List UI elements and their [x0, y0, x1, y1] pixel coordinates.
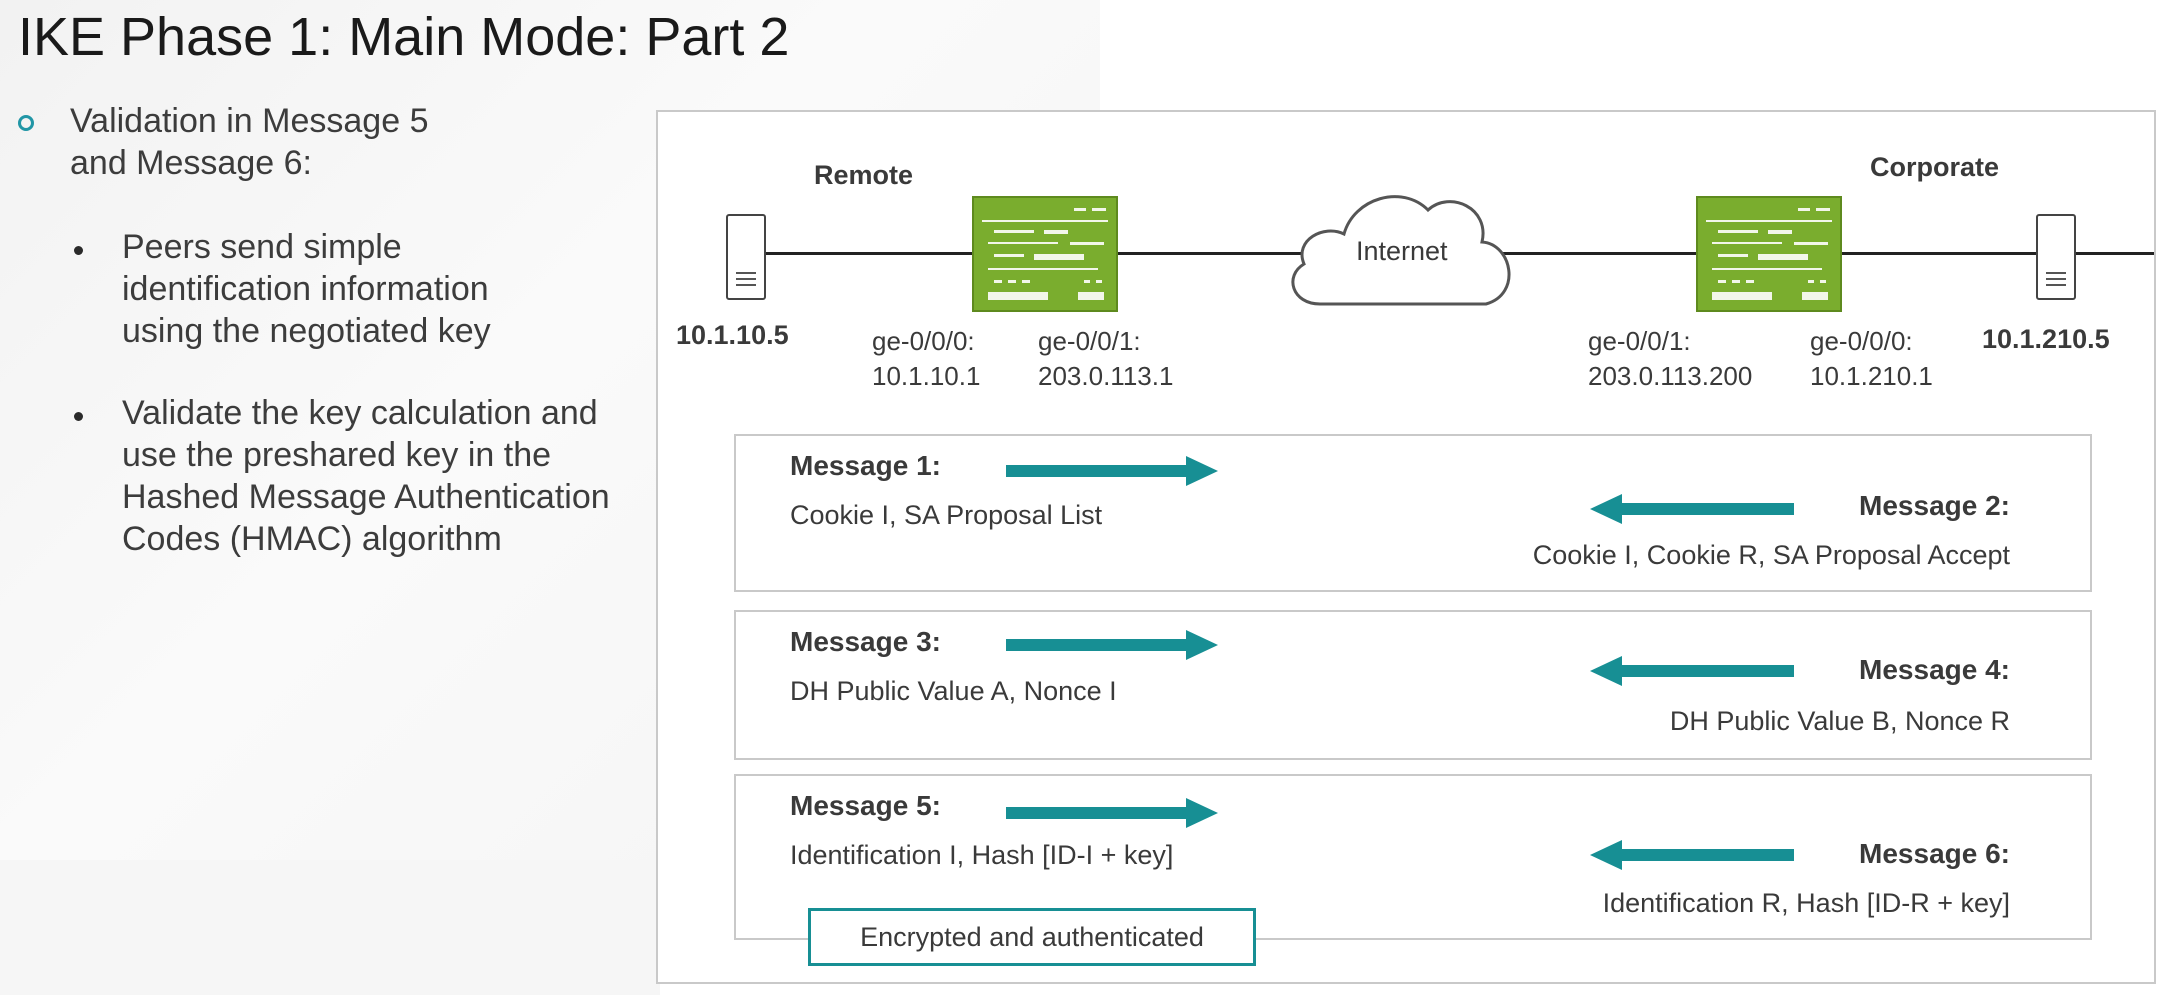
right-host-ip: 10.1.210.5	[1982, 324, 2110, 354]
arrow-left-icon	[1590, 656, 1794, 686]
left-router-icon	[972, 196, 1118, 312]
message-exchange-3: Message 5: Identification I, Hash [ID-I …	[734, 774, 2092, 940]
message-6-title: Message 6:	[1859, 838, 2010, 869]
interface-name: ge-0/0/0:	[872, 326, 975, 356]
message-1-desc: Cookie I, SA Proposal List	[790, 500, 1103, 530]
bullet-main: Validation in Message 5 and Message 6:	[70, 102, 429, 182]
message-4-desc: DH Public Value B, Nonce R	[1669, 706, 2010, 736]
corporate-label: Corporate	[1870, 152, 2000, 182]
remote-label: Remote	[814, 160, 914, 190]
interface-ip: 203.0.113.200	[1588, 361, 1753, 391]
bullet-dot-icon	[74, 412, 83, 421]
message-3-desc: DH Public Value A, Nonce I	[790, 676, 1117, 706]
arrow-right-icon	[1006, 630, 1218, 660]
message-2-title: Message 2:	[1859, 490, 2010, 521]
right-router-if1: ge-0/0/1: 203.0.113.200	[1588, 324, 1752, 394]
internet-label: Internet	[1356, 236, 1448, 266]
message-6-desc: Identification R, Hash [ID-R + key]	[1602, 888, 2010, 918]
left-router-if1: ge-0/0/0: 10.1.10.1	[872, 324, 980, 394]
message-5-desc: Identification I, Hash [ID-I + key]	[790, 840, 1174, 870]
arrow-right-icon	[1006, 456, 1218, 486]
message-4-title: Message 4:	[1859, 654, 2010, 685]
interface-ip: 10.1.210.1	[1810, 361, 1933, 391]
message-exchange-1: Message 1: Cookie I, SA Proposal List Me…	[734, 434, 2092, 592]
left-host-ip: 10.1.10.5	[676, 320, 789, 350]
interface-name: ge-0/0/1:	[1038, 326, 1141, 356]
background-panel-bottom	[0, 860, 660, 995]
arrow-left-icon	[1590, 494, 1794, 524]
left-host-icon	[726, 214, 766, 300]
bullet-ring-icon	[18, 115, 34, 131]
message-5-title: Message 5:	[790, 790, 941, 821]
bullet-sub-2: Validate the key calculation and use the…	[122, 394, 610, 558]
message-3-title: Message 3:	[790, 626, 941, 657]
right-host-icon	[2036, 214, 2076, 300]
message-2-desc: Cookie I, Cookie R, SA Proposal Accept	[1532, 540, 2010, 570]
encrypted-authenticated-label: Encrypted and authenticated	[808, 908, 1256, 966]
interface-ip: 10.1.10.1	[872, 361, 981, 391]
arrow-right-icon	[1006, 798, 1218, 828]
right-router-if2: ge-0/0/0: 10.1.210.1	[1810, 324, 1933, 394]
message-1-title: Message 1:	[790, 450, 941, 481]
interface-ip: 203.0.113.1	[1038, 361, 1174, 391]
message-exchange-2: Message 3: DH Public Value A, Nonce I Me…	[734, 610, 2092, 760]
left-router-if2: ge-0/0/1: 203.0.113.1	[1038, 324, 1173, 394]
interface-name: ge-0/0/0:	[1810, 326, 1913, 356]
arrow-left-icon	[1590, 840, 1794, 870]
internet-cloud-icon	[1291, 195, 1511, 306]
ike-diagram: Remote Corporate 10.1.10.5 10.1.210.5	[656, 110, 2156, 984]
bullet-dot-icon	[74, 246, 83, 255]
slide-title: IKE Phase 1: Main Mode: Part 2	[18, 7, 790, 67]
interface-name: ge-0/0/1:	[1588, 326, 1691, 356]
right-router-icon	[1696, 196, 1842, 312]
bullet-sub-1: Peers send simple identification informa…	[122, 228, 491, 350]
